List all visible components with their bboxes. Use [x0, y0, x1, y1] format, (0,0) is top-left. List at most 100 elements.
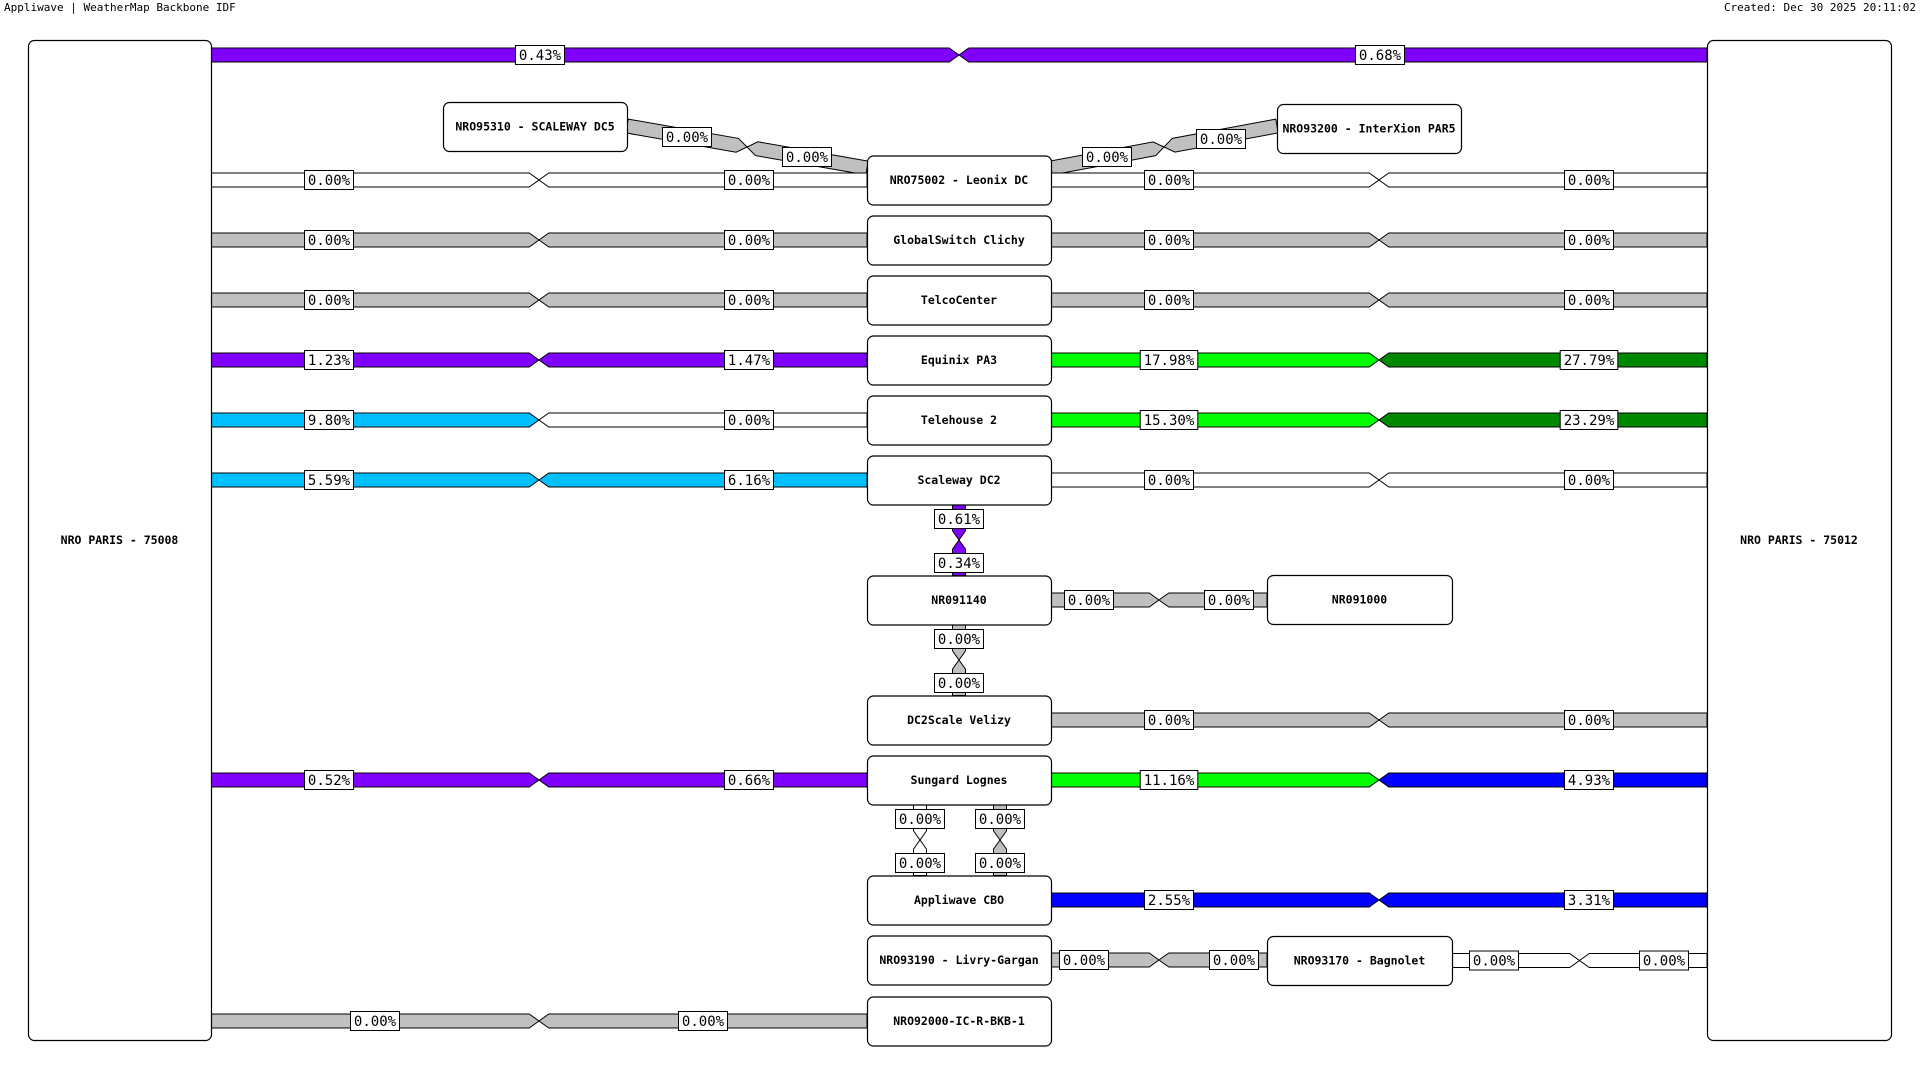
link-appliwave_cbo-paris75012-in[interactable] — [1378, 892, 1708, 908]
link-paris75008-globalswitch-in[interactable] — [538, 232, 868, 248]
bw-label-scaleway_dc5-leonix-in[interactable]: 0.00% — [782, 147, 832, 167]
link-telehouse2-paris75012-in[interactable] — [1378, 412, 1708, 428]
bw-label-telcocenter-paris75012-out[interactable]: 0.00% — [1144, 290, 1194, 310]
bw-label-scaleway_dc2-paris75012-out[interactable]: 0.00% — [1144, 470, 1194, 490]
bw-label-appliwave_cbo-paris75012-in[interactable]: 3.31% — [1564, 890, 1614, 910]
node-paris75008[interactable]: NRO PARIS - 75008 — [27, 39, 213, 1042]
link-appliwave_cbo-paris75012-out[interactable] — [1050, 892, 1380, 908]
node-equinix_pa3[interactable]: Equinix PA3 — [866, 335, 1053, 386]
bw-label-sungard-appliwave_cbo-in[interactable]: 0.00% — [975, 853, 1025, 873]
link-paris75008-sungard-in[interactable] — [538, 772, 868, 788]
bw-label-globalswitch-paris75012-out[interactable]: 0.00% — [1144, 230, 1194, 250]
bw-label-paris75008-paris75012-in[interactable]: 0.68% — [1355, 45, 1405, 65]
bw-label-scaleway_dc5-leonix-out[interactable]: 0.00% — [662, 127, 712, 147]
link-telehouse2-paris75012-out[interactable] — [1050, 412, 1380, 428]
node-appliwave_cbo[interactable]: Appliwave CBO — [866, 875, 1053, 926]
bw-label-paris75008-sungard-out[interactable]: 0.52% — [304, 770, 354, 790]
bw-label-leonix-paris75012-in[interactable]: 0.00% — [1564, 170, 1614, 190]
node-scaleway_dc2[interactable]: Scaleway DC2 — [866, 455, 1053, 506]
bw-label-dc2scale-paris75012-in[interactable]: 0.00% — [1564, 710, 1614, 730]
bw-label-telcocenter-paris75012-in[interactable]: 0.00% — [1564, 290, 1614, 310]
link-paris75008-telehouse2-out[interactable] — [210, 412, 540, 428]
bw-label-sungard-appliwave_cbo-in[interactable]: 0.00% — [895, 853, 945, 873]
bw-label-bagnolet-paris75012-out[interactable]: 0.00% — [1469, 950, 1519, 971]
link-leonix-paris75012-in[interactable] — [1378, 172, 1708, 188]
node-bagnolet[interactable]: NRO93170 - Bagnolet — [1266, 935, 1454, 987]
link-scaleway_dc2-paris75012-in[interactable] — [1378, 472, 1708, 488]
link-globalswitch-paris75012-in[interactable] — [1378, 232, 1708, 248]
link-sungard-paris75012-out[interactable] — [1050, 772, 1380, 788]
bw-label-equinix_pa3-paris75012-in[interactable]: 27.79% — [1559, 350, 1619, 370]
node-sungard[interactable]: Sungard Lognes — [866, 755, 1053, 806]
bw-label-paris75008-globalswitch-out[interactable]: 0.00% — [304, 230, 354, 250]
bw-label-livry-bagnolet-out[interactable]: 0.00% — [1059, 950, 1109, 970]
bw-label-telehouse2-paris75012-out[interactable]: 15.30% — [1139, 410, 1199, 430]
node-nr092000[interactable]: NRO92000-IC-R-BKB-1 — [866, 996, 1053, 1047]
bw-label-leonix-interxion_par5-out[interactable]: 0.00% — [1082, 147, 1132, 167]
link-paris75008-telcocenter-out[interactable] — [210, 292, 540, 308]
node-dc2scale[interactable]: DC2Scale Velizy — [866, 695, 1053, 746]
node-telehouse2[interactable]: Telehouse 2 — [866, 395, 1053, 446]
link-paris75008-paris75012-out[interactable] — [210, 47, 960, 63]
node-interxion_par5[interactable]: NRO93200 - InterXion PAR5 — [1276, 103, 1463, 155]
bw-label-paris75008-leonix-in[interactable]: 0.00% — [724, 170, 774, 190]
link-sungard-paris75012-in[interactable] — [1378, 772, 1708, 788]
link-scaleway_dc2-paris75012-out[interactable] — [1050, 472, 1380, 488]
bw-label-scaleway_dc2-paris75012-in[interactable]: 0.00% — [1564, 470, 1614, 490]
bw-label-sungard-paris75012-out[interactable]: 11.16% — [1139, 770, 1199, 790]
bw-label-sungard-appliwave_cbo-out[interactable]: 0.00% — [895, 809, 945, 829]
link-globalswitch-paris75012-out[interactable] — [1050, 232, 1380, 248]
link-paris75008-sungard-out[interactable] — [210, 772, 540, 788]
bw-label-appliwave_cbo-paris75012-out[interactable]: 2.55% — [1144, 890, 1194, 910]
bw-label-scaleway_dc2-nr091140-out[interactable]: 0.61% — [934, 509, 984, 529]
bw-label-nr091140-nr091000-out[interactable]: 0.00% — [1064, 590, 1114, 610]
link-dc2scale-paris75012-out[interactable] — [1050, 712, 1380, 728]
link-paris75008-paris75012-in[interactable] — [958, 47, 1708, 63]
node-scaleway_dc5[interactable]: NRO95310 - SCALEWAY DC5 — [442, 101, 629, 153]
node-paris75012[interactable]: NRO PARIS - 75012 — [1706, 39, 1893, 1042]
bw-label-globalswitch-paris75012-in[interactable]: 0.00% — [1564, 230, 1614, 250]
bw-label-paris75008-telcocenter-out[interactable]: 0.00% — [304, 290, 354, 310]
link-equinix_pa3-paris75012-in[interactable] — [1378, 352, 1708, 368]
bw-label-equinix_pa3-paris75012-out[interactable]: 17.98% — [1139, 350, 1199, 370]
link-paris75008-telcocenter-in[interactable] — [538, 292, 868, 308]
bw-label-scaleway_dc2-nr091140-in[interactable]: 0.34% — [934, 553, 984, 573]
link-paris75008-scaleway_dc2-in[interactable] — [538, 472, 868, 488]
bw-label-bagnolet-paris75012-in[interactable]: 0.00% — [1639, 950, 1689, 971]
link-equinix_pa3-paris75012-out[interactable] — [1050, 352, 1380, 368]
bw-label-paris75008-equinix_pa3-out[interactable]: 1.23% — [304, 350, 354, 370]
link-paris75008-globalswitch-out[interactable] — [210, 232, 540, 248]
node-nr091140[interactable]: NR091140 — [866, 575, 1053, 626]
bw-label-livry-bagnolet-in[interactable]: 0.00% — [1209, 950, 1259, 970]
link-paris75008-leonix-in[interactable] — [538, 172, 868, 188]
bw-label-paris75008-nr092000-out[interactable]: 0.00% — [350, 1011, 400, 1031]
bw-label-leonix-interxion_par5-in[interactable]: 0.00% — [1196, 129, 1246, 149]
bw-label-sungard-paris75012-in[interactable]: 4.93% — [1564, 770, 1614, 790]
bw-label-paris75008-scaleway_dc2-out[interactable]: 5.59% — [304, 470, 354, 490]
bw-label-paris75008-equinix_pa3-in[interactable]: 1.47% — [724, 350, 774, 370]
bw-label-nr091140-dc2scale-in[interactable]: 0.00% — [934, 673, 984, 693]
node-telcocenter[interactable]: TelcoCenter — [866, 275, 1053, 326]
bw-label-paris75008-nr092000-in[interactable]: 0.00% — [678, 1011, 728, 1031]
node-globalswitch[interactable]: GlobalSwitch Clichy — [866, 215, 1053, 266]
link-leonix-paris75012-out[interactable] — [1050, 172, 1380, 188]
link-telcocenter-paris75012-out[interactable] — [1050, 292, 1380, 308]
node-leonix[interactable]: NRO75002 - Leonix DC — [866, 155, 1053, 206]
node-nr091000[interactable]: NR091000 — [1266, 574, 1454, 626]
bw-label-paris75008-leonix-out[interactable]: 0.00% — [304, 170, 354, 190]
bw-label-paris75008-scaleway_dc2-in[interactable]: 6.16% — [724, 470, 774, 490]
link-telcocenter-paris75012-in[interactable] — [1378, 292, 1708, 308]
bw-label-paris75008-telehouse2-out[interactable]: 9.80% — [304, 410, 354, 430]
bw-label-paris75008-telcocenter-in[interactable]: 0.00% — [724, 290, 774, 310]
link-dc2scale-paris75012-in[interactable] — [1378, 712, 1708, 728]
bw-label-paris75008-paris75012-out[interactable]: 0.43% — [515, 45, 565, 65]
node-livry[interactable]: NRO93190 - Livry-Gargan — [866, 935, 1053, 986]
link-paris75008-scaleway_dc2-out[interactable] — [210, 472, 540, 488]
bw-label-paris75008-telehouse2-in[interactable]: 0.00% — [724, 410, 774, 430]
bw-label-paris75008-sungard-in[interactable]: 0.66% — [724, 770, 774, 790]
bw-label-nr091140-nr091000-in[interactable]: 0.00% — [1204, 590, 1254, 610]
link-paris75008-telehouse2-in[interactable] — [538, 412, 868, 428]
bw-label-paris75008-globalswitch-in[interactable]: 0.00% — [724, 230, 774, 250]
bw-label-telehouse2-paris75012-in[interactable]: 23.29% — [1559, 410, 1619, 430]
bw-label-leonix-paris75012-out[interactable]: 0.00% — [1144, 170, 1194, 190]
